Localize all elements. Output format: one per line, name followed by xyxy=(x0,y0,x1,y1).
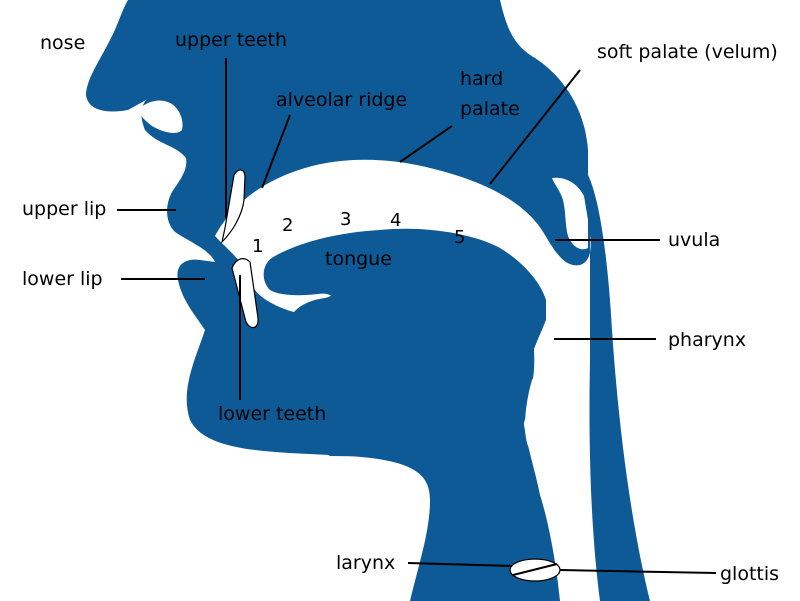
tongue-point-4: 4 xyxy=(390,210,401,231)
leader-hard-palate xyxy=(399,125,453,163)
label-nose: nose xyxy=(40,32,85,54)
oral-cavity xyxy=(215,159,600,601)
velum-gap xyxy=(552,177,588,250)
vocal-folds-slit xyxy=(512,563,558,576)
label-hard-palate-2: palate xyxy=(460,98,520,120)
tongue-point-5: 5 xyxy=(454,227,465,248)
label-upper-teeth: upper teeth xyxy=(175,29,287,51)
label-lower-lip: lower lip xyxy=(22,268,103,290)
tongue-point-2: 2 xyxy=(282,215,293,236)
tongue-point-1: 1 xyxy=(252,236,263,257)
tongue-point-3: 3 xyxy=(340,209,351,230)
leader-glottis xyxy=(559,569,717,574)
label-tongue: tongue xyxy=(325,248,392,270)
label-soft-palate: soft palate (velum) xyxy=(597,41,778,63)
upper-tooth xyxy=(220,169,246,244)
label-pharynx: pharynx xyxy=(668,329,746,351)
label-alveolar-ridge: alveolar ridge xyxy=(276,89,407,111)
label-larynx: larynx xyxy=(336,552,395,574)
label-glottis: glottis xyxy=(720,563,779,585)
label-hard-palate-1: hard xyxy=(460,68,503,90)
lower-tooth xyxy=(231,258,259,329)
label-uvula: uvula xyxy=(668,229,720,251)
pharynx-gap xyxy=(525,360,551,449)
nostril xyxy=(139,100,183,133)
leader-alveolar-ridge xyxy=(261,114,291,189)
label-upper-lip: upper lip xyxy=(22,198,106,220)
tongue-body xyxy=(269,236,535,458)
leader-soft-palate xyxy=(489,69,581,185)
label-lower-teeth: lower teeth xyxy=(218,403,326,425)
leader-larynx xyxy=(407,562,513,567)
